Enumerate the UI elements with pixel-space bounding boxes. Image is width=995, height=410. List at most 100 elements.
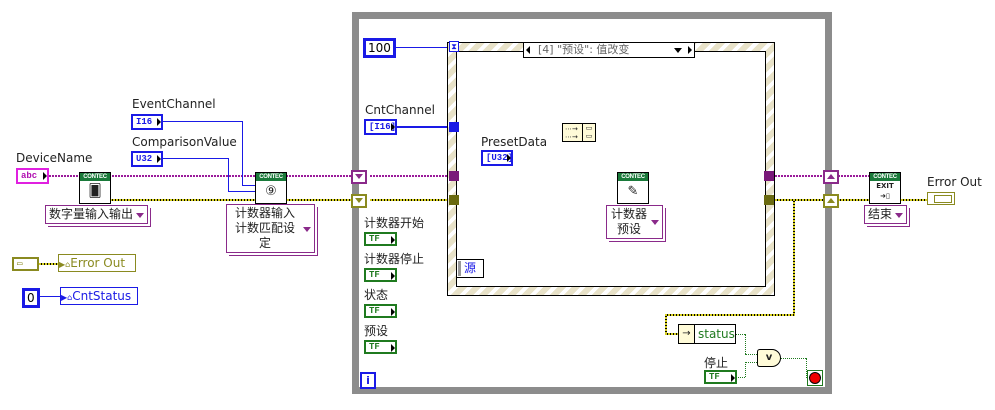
exit-vi[interactable]: CONTEC EXIT➜▯	[869, 172, 901, 204]
unbundle-arrow-icon: →	[679, 325, 695, 343]
status-control[interactable]: TF	[364, 304, 397, 318]
cnt-status-local-label: CntStatus	[72, 289, 132, 303]
cnt-channel-control[interactable]: [I16]	[364, 119, 397, 135]
type-tag: U32	[136, 154, 153, 164]
shift-register-left-error	[351, 194, 367, 208]
error-tunnel-left	[449, 195, 459, 205]
event-data-node[interactable]: 源	[456, 259, 484, 278]
local-arrow-icon: ▶⌂	[59, 260, 71, 269]
or-gate[interactable]: v	[757, 349, 781, 367]
type-tag: [U32]	[486, 153, 514, 163]
type-tag: TF	[369, 306, 380, 316]
contec-header: CONTEC	[618, 173, 648, 181]
device-name-control[interactable]: abc	[16, 168, 49, 184]
error-out-local[interactable]: ▶⌂Error Out	[58, 254, 136, 272]
status-wire	[735, 334, 745, 335]
terminal-arrow-icon	[391, 272, 395, 280]
error-const-wire	[36, 263, 58, 265]
bundle-node[interactable]: ⋯→⋯→ ▭▭	[562, 123, 596, 142]
terminal-arrow-icon	[157, 155, 161, 163]
timeout-constant[interactable]: 100	[363, 38, 396, 58]
card-init-icon: 🂠	[88, 184, 102, 199]
cluster-icon	[934, 195, 952, 203]
counter-start-control[interactable]: TF	[364, 232, 397, 246]
error-wire-branch-v2	[665, 314, 667, 334]
type-tag: abc	[21, 171, 38, 181]
chevron-down-icon	[136, 212, 145, 218]
stop-wire	[735, 377, 745, 378]
node-resize-handle[interactable]	[458, 261, 461, 276]
loop-terminal-label-0: 计数器开始	[364, 216, 425, 230]
stop-if-true-icon	[810, 373, 820, 383]
event-channel-control[interactable]: I16	[131, 114, 163, 130]
loop-terminal-label-1: 计数器停止	[364, 252, 425, 266]
exit-selector-label: 结束	[868, 207, 893, 221]
terminal-arrow-icon	[391, 123, 395, 131]
comparison-value-label: ComparisonValue	[132, 135, 237, 149]
shift-register-right-error	[823, 194, 839, 208]
ref-tunnel-left	[449, 171, 459, 181]
increment-arrow-icon[interactable]	[688, 46, 692, 54]
preset-data-label: PresetData	[481, 135, 548, 149]
counter-match-line2: 计数匹配设定	[234, 221, 295, 250]
counter-stop-control[interactable]: TF	[364, 268, 397, 282]
stop-wire-h2	[745, 362, 757, 363]
dio-init-vi[interactable]: CONTEC 🂠	[79, 172, 111, 204]
comparison-wire-v	[228, 158, 229, 191]
ref-tunnel-right	[764, 171, 774, 181]
cnt-status-constant[interactable]: 0	[22, 288, 40, 308]
unbundle-by-name[interactable]: → status	[678, 324, 736, 344]
counter-match-icon: ⑨	[265, 184, 277, 199]
contec-header: CONTEC	[80, 173, 110, 181]
error-wire-branch	[793, 200, 795, 315]
counter-preset-line2: 预设	[616, 222, 641, 236]
terminal-arrow-icon	[43, 172, 47, 180]
preset-control[interactable]: TF	[364, 340, 397, 354]
counter-match-line1: 计数器输入	[234, 206, 295, 220]
loop-condition-terminal[interactable]	[807, 370, 823, 386]
comparison-wire-h2	[228, 191, 255, 192]
error-wire-to-unbundle	[665, 333, 681, 335]
stop-wire-v	[745, 362, 746, 377]
error-out-label: Error Out	[927, 175, 982, 189]
dio-selector[interactable]: 数字量输入输出	[45, 205, 149, 224]
cnt-channel-label: CntChannel	[365, 103, 435, 117]
loop-terminal-label-2: 状态	[364, 288, 389, 302]
type-tag: TF	[709, 372, 720, 382]
preset-data-control[interactable]: [U32]	[481, 150, 513, 166]
loop-terminal-label-3: 预设	[364, 324, 389, 338]
counter-preset-vi[interactable]: CONTEC ✎	[617, 172, 649, 204]
event-channel-label: EventChannel	[132, 97, 216, 111]
event-case-selector[interactable]: [4] "预设": 值改变	[523, 42, 695, 58]
iteration-terminal: i	[360, 372, 376, 389]
device-name-wire	[46, 175, 352, 177]
event-case-label: [4] "预设": 值改变	[538, 43, 630, 56]
error-wire	[110, 199, 352, 201]
stop-button-terminal[interactable]: TF	[704, 370, 737, 384]
cluster-icon: ▭	[17, 259, 23, 269]
shift-register-left-ref	[351, 170, 367, 184]
counter-match-selector[interactable]: 计数器输入 计数匹配设定	[226, 204, 315, 253]
exit-door-icon: EXIT➜▯	[876, 182, 894, 200]
terminal-arrow-icon	[157, 118, 161, 126]
error-out-indicator[interactable]	[927, 192, 955, 205]
type-tag: TF	[369, 270, 380, 280]
error-cluster-constant[interactable]: ▭	[12, 257, 39, 271]
dio-selector-label: 数字量输入输出	[49, 207, 134, 221]
cnt-status-local[interactable]: ▶⌂CntStatus	[60, 287, 138, 305]
counter-match-vi[interactable]: CONTEC ⑨	[255, 172, 287, 204]
device-name-label: DeviceName	[16, 151, 93, 165]
event-channel-wire-h2	[242, 185, 255, 186]
or-out-wire	[780, 358, 806, 359]
chevron-down-icon[interactable]	[674, 48, 682, 53]
decrement-arrow-icon[interactable]	[526, 46, 530, 54]
cluster-icon: ▭▭	[582, 124, 595, 141]
counter-preset-selector[interactable]: 计数器 预设	[606, 205, 663, 239]
terminal-arrow-icon	[391, 236, 395, 244]
exit-selector[interactable]: 结束	[864, 205, 908, 224]
comparison-value-control[interactable]: U32	[131, 151, 163, 167]
event-structure	[447, 42, 775, 296]
error-wire-branch-h	[665, 314, 795, 316]
error-out-local-label: Error Out	[70, 256, 126, 270]
type-tag: TF	[369, 342, 380, 352]
